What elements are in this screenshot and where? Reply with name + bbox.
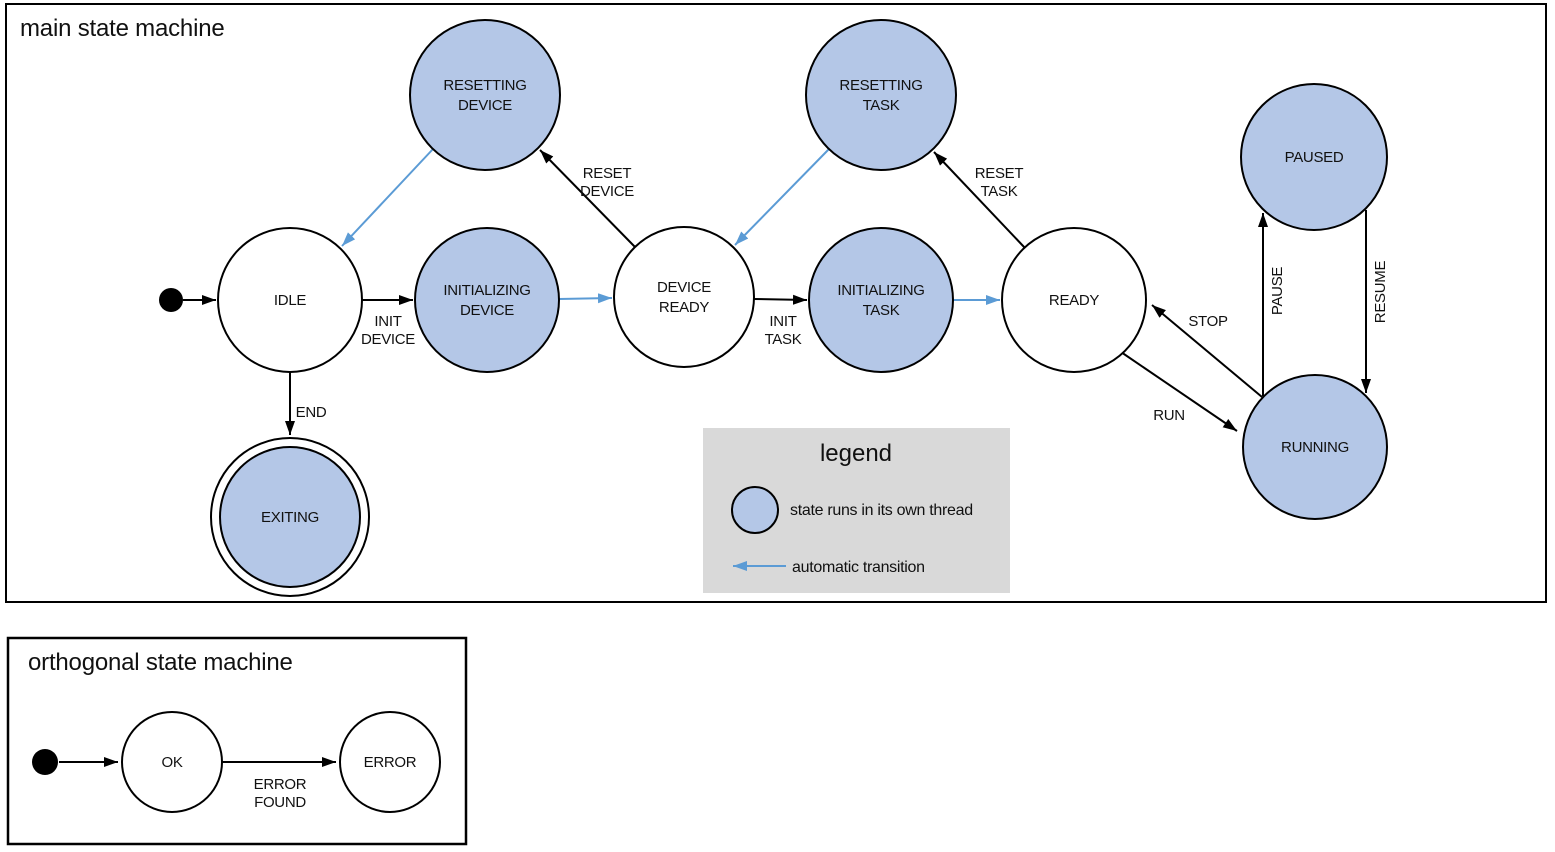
state-label: RUNNING (1281, 439, 1349, 456)
orthogonal-machine: orthogonal state machine OK ERROR ERROR … (6, 636, 468, 846)
legend-auto-label: automatic transition (792, 559, 925, 576)
transition-error-found-label: FOUND (254, 794, 306, 811)
ortho-initial-state-dot (32, 749, 58, 775)
state-label: IDLE (274, 292, 306, 309)
state-label: DEVICE (460, 302, 514, 319)
transition-init-task-line (753, 294, 808, 305)
legend-thread-state-icon (731, 486, 779, 534)
state-label: RESETTING (443, 77, 526, 94)
state-idle: IDLE (217, 227, 363, 373)
state-ready: READY (1001, 227, 1147, 373)
state-initializing-task-circle (808, 227, 954, 373)
state-running: RUNNING (1242, 374, 1388, 520)
state-label: DEVICE (657, 279, 711, 296)
transition-reset-task-label: RESET (975, 165, 1024, 182)
auto-transition-initdevice-deviceready (558, 293, 613, 304)
state-label: ERROR (364, 754, 417, 771)
auto-transition-resetdevice-idle (341, 148, 434, 247)
state-label: EXITING (261, 509, 319, 526)
state-resetting-task: RESETTING TASK (805, 19, 957, 171)
state-resetting-device-circle (409, 19, 561, 171)
legend-thread-label: state runs in its own thread (790, 502, 973, 519)
state-label: READY (1049, 292, 1099, 309)
state-ok-circle (121, 711, 223, 813)
auto-transition-resettask-deviceready (734, 148, 830, 246)
state-label: TASK (863, 97, 900, 114)
state-resetting-task-circle (805, 19, 957, 171)
transition-pause-label: PAUSE (1269, 267, 1286, 316)
state-initializing-device-circle (414, 227, 560, 373)
state-initializing-task: INITIALIZING TASK (808, 227, 954, 373)
transition-error-found-label: ERROR (254, 776, 307, 793)
transition-stop-line (1151, 304, 1263, 398)
transition-init-task-label: INIT (769, 313, 796, 330)
transition-run-line (1120, 351, 1238, 432)
transition-reset-device-label: RESET (583, 165, 632, 182)
state-error-circle (339, 711, 441, 813)
state-resetting-device: RESETTING DEVICE (409, 19, 561, 171)
state-error: ERROR (339, 711, 441, 813)
initial-state-dot (159, 288, 183, 312)
main-machine-frame (5, 3, 1547, 603)
state-label: TASK (863, 302, 900, 319)
state-initializing-device: INITIALIZING DEVICE (414, 227, 560, 373)
state-label: INITIALIZING (837, 282, 924, 299)
transition-end-label: END (296, 404, 327, 421)
transition-reset-device-line (539, 149, 636, 248)
state-ok: OK (121, 711, 223, 813)
state-paused-circle (1240, 83, 1388, 231)
transition-resume-label: RESUME (1372, 261, 1389, 324)
state-label: READY (659, 299, 709, 316)
ortho-machine-frame (6, 636, 468, 846)
state-label: RESETTING (839, 77, 922, 94)
ortho-machine-title: orthogonal state machine (28, 649, 293, 676)
transition-reset-task-line (933, 151, 1026, 249)
transition-reset-device-label: DEVICE (580, 183, 634, 200)
transition-init-device-label: DEVICE (361, 331, 415, 348)
transition-init-device-label: INIT (374, 313, 401, 330)
state-ready-circle (1001, 227, 1147, 373)
transition-stop-label: STOP (1188, 313, 1228, 330)
state-device-ready-circle (613, 226, 755, 368)
main-machine-title: main state machine (20, 15, 225, 42)
transition-reset-task-label: TASK (981, 183, 1018, 200)
state-label: OK (161, 754, 182, 771)
state-running-circle (1242, 374, 1388, 520)
state-exiting-final: EXITING (210, 437, 370, 597)
state-label: INITIALIZING (443, 282, 530, 299)
transition-run-label: RUN (1153, 407, 1185, 424)
transition-init-task-label: TASK (765, 331, 802, 348)
state-paused: PAUSED (1240, 83, 1388, 231)
legend: legend state runs in its own thread auto… (703, 428, 1010, 593)
state-label: DEVICE (458, 97, 512, 114)
legend-title: legend (820, 440, 892, 467)
state-device-ready: DEVICE READY (613, 226, 755, 368)
state-label: PAUSED (1285, 149, 1344, 166)
state-exiting-circle (219, 446, 361, 588)
state-idle-circle (217, 227, 363, 373)
